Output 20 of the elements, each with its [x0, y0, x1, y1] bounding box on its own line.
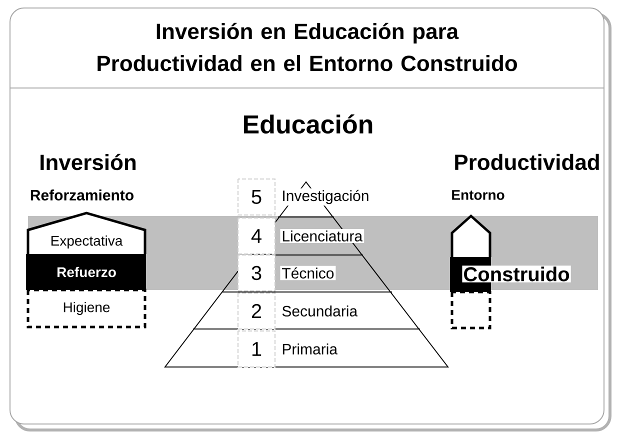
node-label: Primaria [282, 343, 338, 354]
pyramid-level: 4 Licenciatura [238, 218, 364, 254]
pyramid-level: 2 Secundaria [238, 292, 360, 330]
house-roof [450, 214, 492, 258]
heading: Inversión [40, 154, 136, 170]
heading: Entorno [452, 190, 504, 200]
pyramid-level: 1 Primaria [238, 330, 340, 368]
node-label: Técnico [282, 267, 334, 279]
heading: Productividad [455, 154, 599, 170]
dashed-box: Higiene [26, 288, 146, 328]
title: Inversión en Educación para Productividad en el Entorno Construido [98, 22, 517, 72]
house-band: Refuerzo [26, 254, 146, 290]
dashed-box [450, 290, 492, 330]
node-label: Licenciatura [282, 230, 363, 242]
heading: Educación [244, 114, 372, 134]
node-label: Secundaria [282, 305, 358, 316]
pyramid-level: 5 Investigación [238, 178, 371, 216]
pyramid-level: 3 Técnico [238, 254, 336, 292]
house-roof: Expectativa [26, 212, 146, 256]
heading: Construido [462, 266, 571, 282]
